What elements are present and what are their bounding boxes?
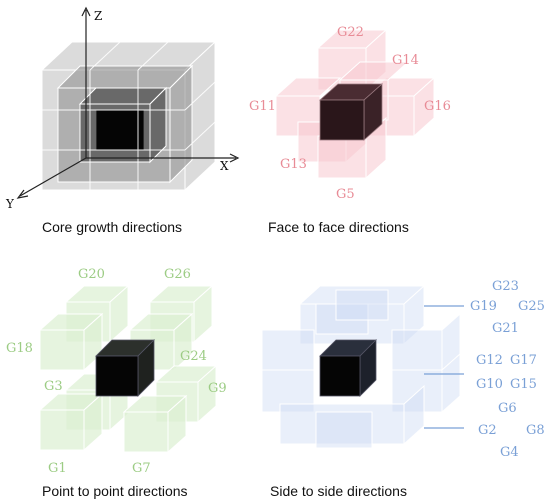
core-grid-lines (42, 41, 216, 190)
side-label-g6: G6 (498, 401, 517, 416)
point-label-g20: G20 (78, 267, 105, 282)
side-label-g10: G10 (476, 377, 503, 392)
side-label-g2: G2 (478, 423, 497, 438)
core-center-cube (95, 109, 145, 151)
face-label-g11: G11 (249, 99, 276, 114)
face-label-g16: G16 (424, 99, 451, 114)
core-axes (16, 6, 240, 199)
side-label-g17: G17 (510, 353, 537, 368)
face-label-g5: G5 (336, 187, 355, 202)
side-label-g15: G15 (510, 377, 537, 392)
face-label-g22: G22 (337, 25, 364, 40)
point-label-g7: G7 (132, 461, 151, 476)
face-center-cube (318, 83, 384, 141)
face-label-g13: G13 (280, 157, 307, 172)
point-label-g18: G18 (6, 341, 33, 356)
side-label-g25: G25 (518, 299, 545, 314)
point-center-cube (95, 339, 155, 397)
axis-label-x: X (220, 159, 229, 173)
point-label-g24: G24 (180, 349, 207, 364)
point-to-point-panel: G20 G26 G18 G24 G3 G9 G1 G7 Point to poi… (6, 267, 227, 499)
side-label-g8: G8 (526, 423, 545, 438)
axis-label-z: Z (94, 9, 102, 23)
caption-point-to-point: Point to point directions (42, 483, 188, 499)
side-label-g4: G4 (500, 445, 519, 460)
caption-side-to-side: Side to side directions (270, 483, 407, 499)
side-label-g23: G23 (492, 279, 519, 294)
side-center-cube (319, 339, 377, 397)
point-label-g1: G1 (48, 461, 67, 476)
axis-label-y: Y (5, 197, 15, 211)
point-label-g26: G26 (164, 267, 191, 282)
face-to-face-panel: G22 G14 G11 G16 G13 G5 Face to face dire… (249, 25, 451, 235)
point-label-g3: G3 (44, 379, 63, 394)
caption-core-growth: Core growth directions (42, 219, 182, 235)
caption-face-to-face: Face to face directions (268, 219, 409, 235)
face-label-g14: G14 (392, 53, 419, 68)
side-label-g12: G12 (476, 353, 503, 368)
side-pointer-lines (424, 305, 464, 429)
point-label-g9: G9 (208, 381, 227, 396)
core-growth-panel: Z X Y Core growth directions (5, 6, 240, 235)
side-label-g19: G19 (470, 299, 497, 314)
side-label-g21: G21 (492, 321, 519, 336)
side-to-side-panel: G23 G19 G25 G21 G12 G17 G10 G15 G6 G2 G8… (261, 279, 545, 499)
side-cubes (261, 284, 461, 449)
